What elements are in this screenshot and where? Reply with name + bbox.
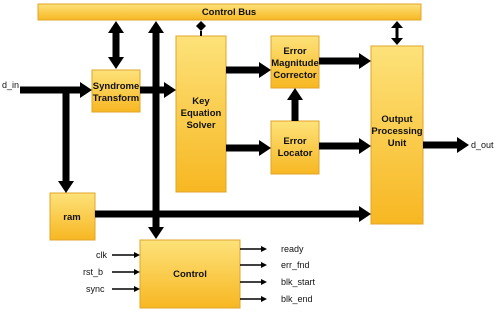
bus-output-bidir-connector (391, 21, 403, 45)
bus-syndrome-bidir-arrow (108, 21, 124, 69)
ready-output: ready (240, 244, 304, 254)
svg-text:Unit: Unit (388, 138, 407, 149)
d-out-arrow (423, 137, 469, 153)
output-processing-unit-block: Output Processing Unit (370, 45, 424, 225)
err-fnd-output: err_fnd (240, 260, 310, 270)
svg-text:Syndrome: Syndrome (93, 81, 139, 92)
error-magnitude-corrector-block: Error Magnitude Corrector (270, 35, 320, 89)
svg-text:ready: ready (281, 244, 304, 254)
control-bus-label: Control Bus (202, 7, 256, 18)
ram-to-output-arrow (95, 206, 371, 222)
solver-to-magnitude-arrow (226, 62, 271, 78)
svg-text:Locator: Locator (278, 148, 313, 159)
ram-block: ram (49, 192, 96, 241)
solver-to-locator-arrow (226, 140, 271, 156)
bus-control-bidir-arrow (148, 21, 164, 239)
d-out-label: d_out (471, 140, 494, 150)
svg-text:Error: Error (283, 46, 307, 57)
clk-input: clk (96, 250, 140, 260)
sync-input: sync (86, 284, 140, 294)
svg-text:Processing: Processing (371, 126, 422, 137)
d-in-arrow (20, 82, 92, 98)
error-locator-block: Error Locator (270, 120, 320, 175)
syndrome-transform-block: Syndrome Transform (91, 69, 141, 113)
magnitude-to-output-arrow (319, 53, 371, 69)
svg-text:clk: clk (96, 250, 107, 260)
svg-text:blk_start: blk_start (281, 277, 316, 287)
locator-to-magnitude-arrow (287, 88, 303, 121)
svg-text:Corrector: Corrector (273, 70, 317, 81)
control-block: Control (139, 239, 241, 309)
svg-text:Output: Output (381, 114, 413, 125)
svg-text:Error: Error (283, 136, 307, 147)
svg-text:blk_end: blk_end (281, 294, 313, 304)
blk-end-output: blk_end (240, 294, 313, 304)
blk-start-output: blk_start (240, 277, 316, 287)
svg-text:Control: Control (173, 269, 207, 280)
svg-text:Solver: Solver (186, 120, 215, 131)
svg-text:err_fnd: err_fnd (281, 260, 310, 270)
svg-text:Transform: Transform (93, 93, 139, 104)
bus-solver-connector (196, 21, 206, 36)
svg-text:sync: sync (86, 284, 105, 294)
locator-to-output-arrow (319, 138, 371, 154)
d-in-label: d_in (2, 80, 19, 90)
svg-text:Key: Key (192, 96, 210, 107)
key-equation-solver-block: Key Equation Solver (175, 35, 227, 193)
svg-text:ram: ram (63, 212, 80, 223)
svg-text:Equation: Equation (181, 108, 222, 119)
rst-b-input: rst_b (83, 267, 140, 277)
svg-text:rst_b: rst_b (83, 267, 103, 277)
control-bus (37, 3, 422, 21)
d-in-to-ram-arrow (58, 90, 74, 193)
svg-text:Magnitude: Magnitude (271, 58, 319, 69)
